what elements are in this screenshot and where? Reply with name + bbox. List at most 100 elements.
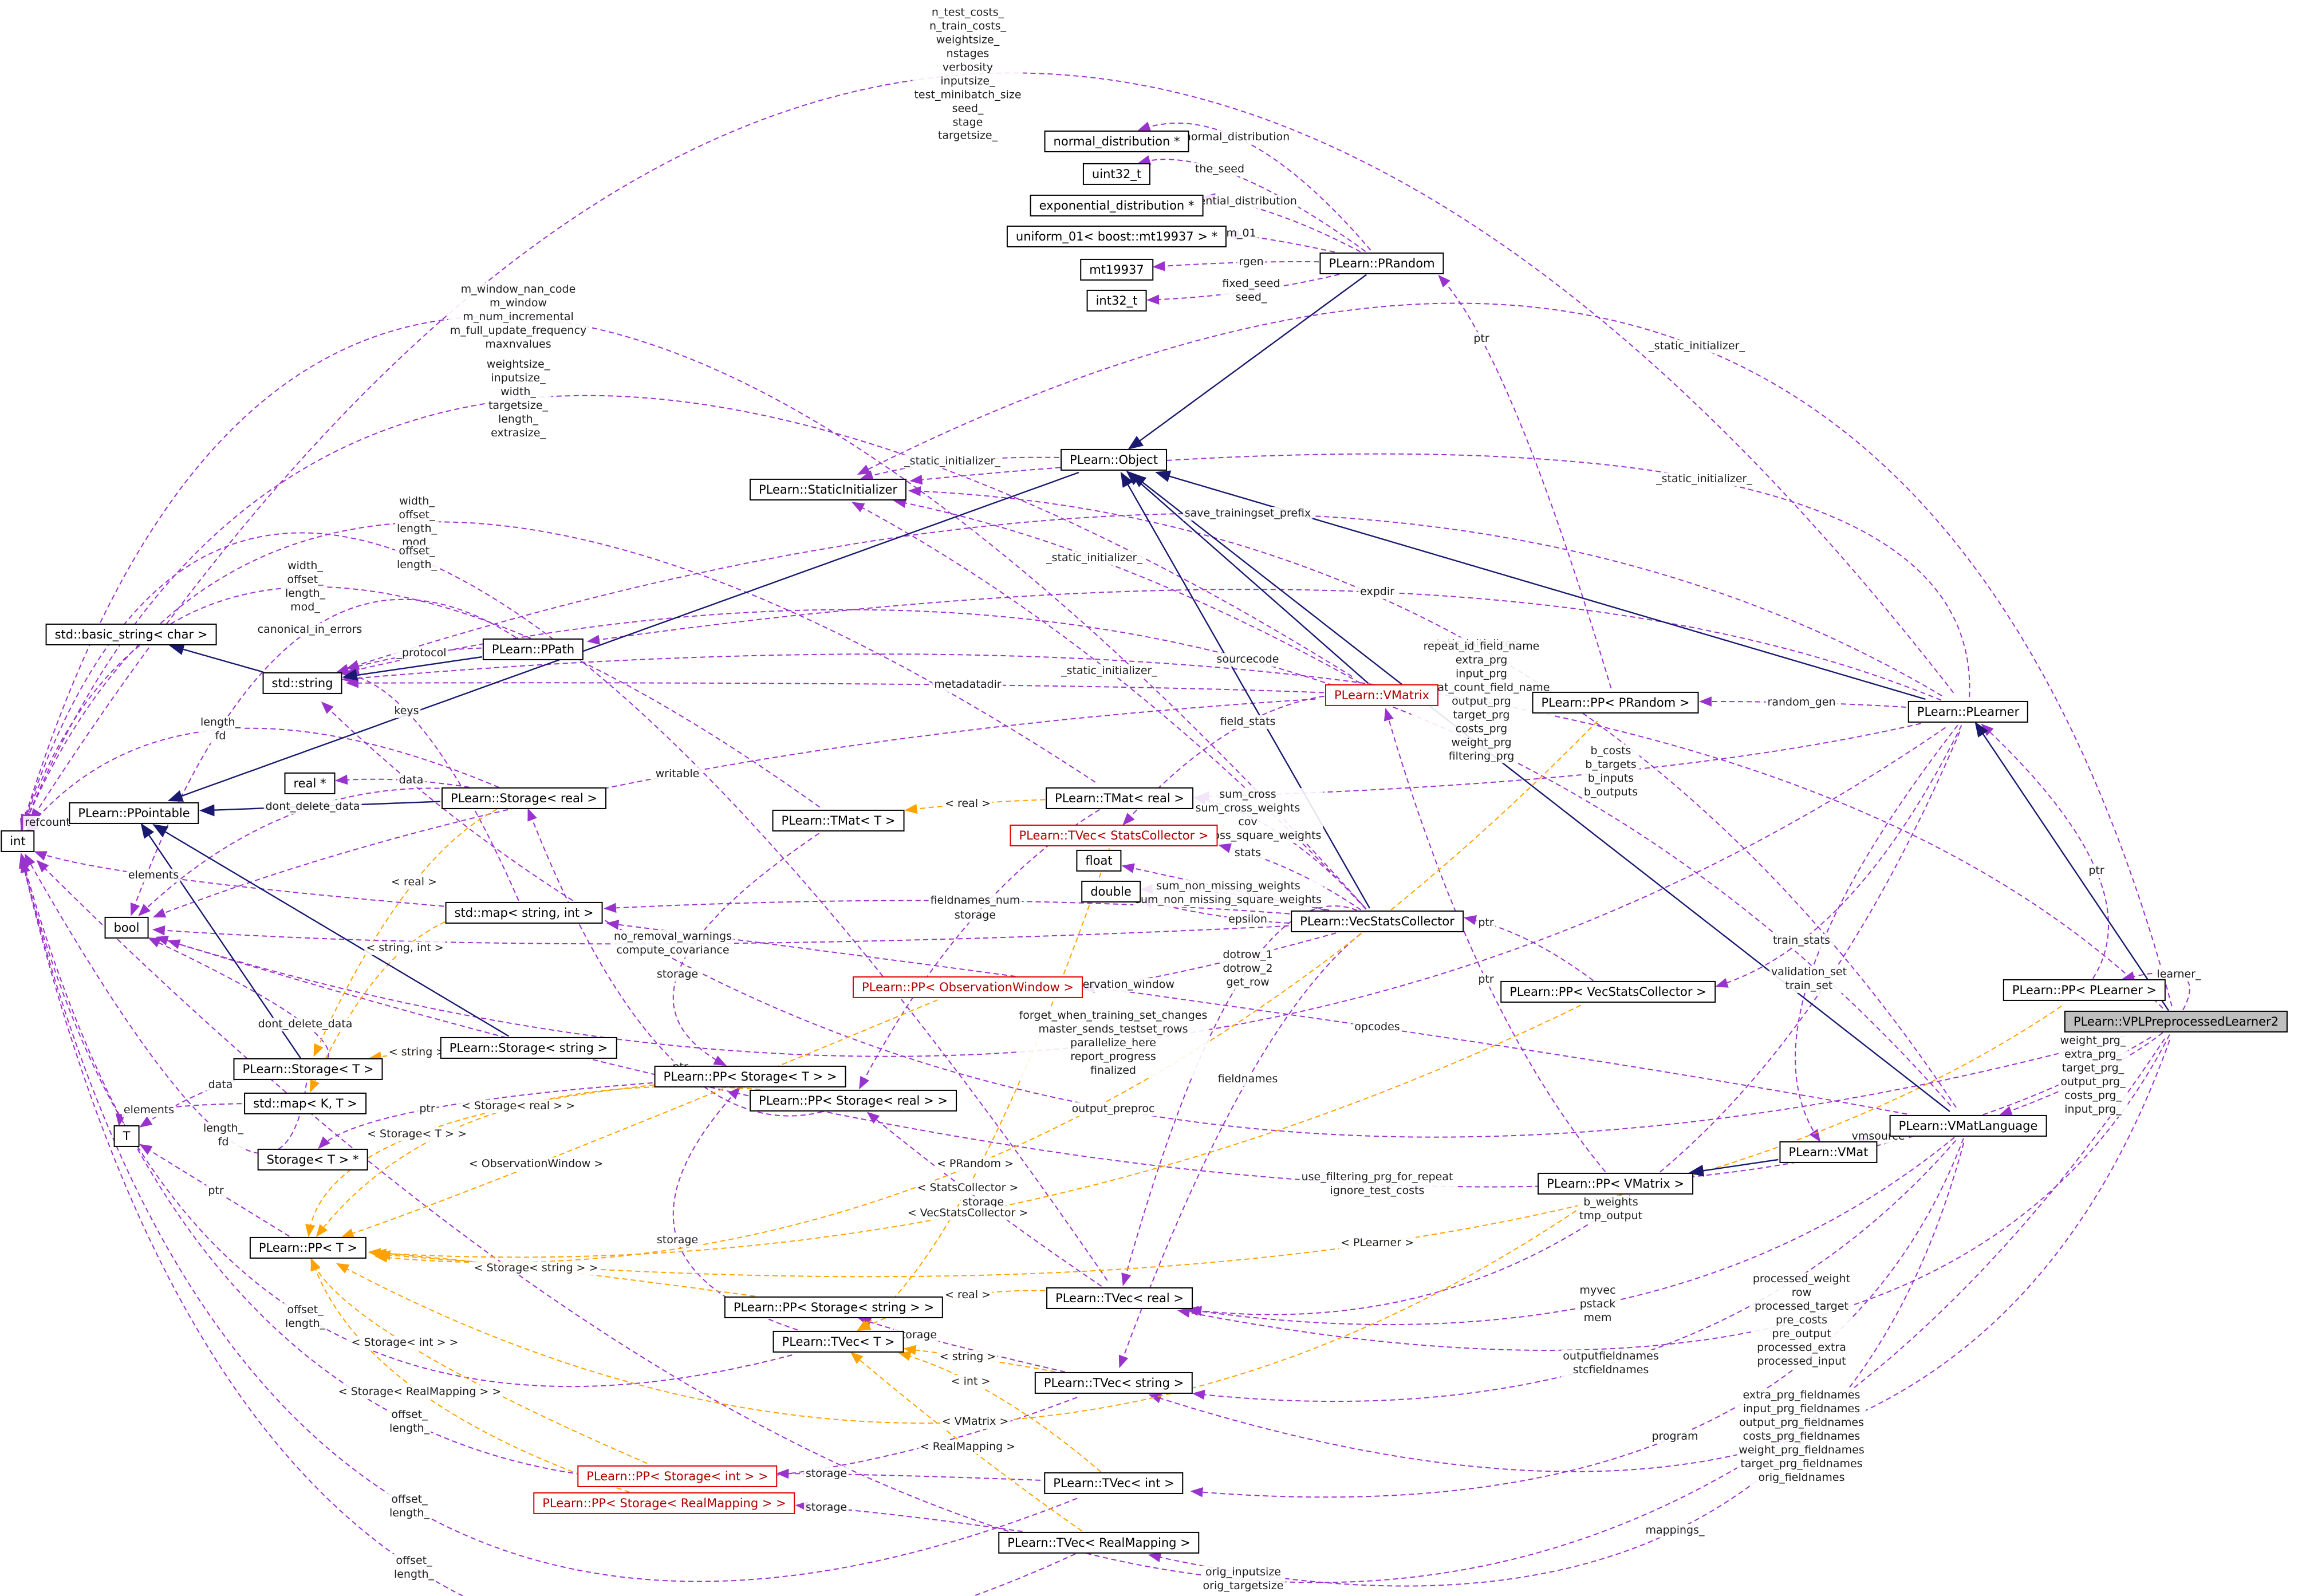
- edge-pp_vmatrix-pp_t: [336, 1196, 1598, 1424]
- edge-label-vecstats-tvec_string: fieldnames: [1216, 1073, 1280, 1086]
- node-plearner[interactable]: PLearn::PLearner: [1907, 700, 2029, 723]
- edge-label-tvec_rm-int: offset_ length_: [392, 1554, 436, 1582]
- node-ppath[interactable]: PLearn::PPath: [482, 638, 584, 661]
- node-pp_storage_rm[interactable]: PLearn::PP< Storage< RealMapping > >: [533, 1492, 795, 1515]
- edge-tvec_t-pp_storage_t: [672, 1086, 798, 1331]
- node-uint32[interactable]: uint32_t: [1082, 163, 1151, 186]
- edge-label-storage_real-storage_t: < real >: [389, 876, 439, 889]
- edge-label-ppointable-int: refcount: [23, 816, 72, 830]
- node-tvec_string[interactable]: PLearn::TVec< string >: [1034, 1372, 1193, 1394]
- node-tvec_real[interactable]: PLearn::TVec< real >: [1046, 1287, 1193, 1310]
- node-tvec_sc[interactable]: PLearn::TVec< StatsCollector >: [1010, 824, 1218, 847]
- node-mt19937[interactable]: mt19937: [1080, 258, 1153, 281]
- edge-vmatrix-int: [22, 395, 1353, 831]
- node-tvec_int[interactable]: PLearn::TVec< int >: [1044, 1472, 1184, 1495]
- edge-label-tvec_t-pp_storage_t: storage: [655, 1234, 700, 1247]
- edge-label-map_string_int-int: elements: [126, 869, 181, 882]
- edge-vmatrix-tvec_sc: [1122, 695, 1325, 826]
- edge-label-tvec_rm-pp_storage_rm: storage: [803, 1501, 849, 1515]
- edge-label-plearner-pp_vecstats: train_stats: [1771, 934, 1832, 948]
- node-pp_storage_t[interactable]: PLearn::PP< Storage< T > >: [654, 1065, 846, 1088]
- edge-plearner-bool: [155, 727, 1946, 1057]
- edge-label-object-staticinit: _static_initializer_: [902, 455, 1002, 468]
- node-bool[interactable]: bool: [104, 916, 149, 939]
- edge-label-vecstats-int: m_window_nan_code m_window m_num_increme…: [448, 283, 589, 352]
- edge-label-vmatlang-tvec_int: program: [1650, 1430, 1700, 1444]
- node-double[interactable]: double: [1081, 880, 1141, 903]
- node-prandom[interactable]: PLearn::PRandom: [1319, 252, 1444, 275]
- edge-label-vmatrix-bool: writable: [653, 767, 701, 781]
- node-map_k_t[interactable]: std::map< K, T >: [244, 1092, 366, 1115]
- edge-vmatlang-tvec_int: [1190, 1138, 1964, 1498]
- node-tmat_t[interactable]: PLearn::TMat< T >: [772, 809, 905, 832]
- edge-pp_plearner-plearner: [1981, 723, 2109, 979]
- node-pp_vecstats[interactable]: PLearn::PP< VecStatsCollector >: [1500, 980, 1716, 1003]
- edge-tvec_rm-tvec_t: [850, 1351, 1082, 1532]
- node-vecstats[interactable]: PLearn::VecStatsCollector: [1291, 910, 1464, 933]
- node-pp_vmatrix[interactable]: PLearn::PP< VMatrix >: [1538, 1172, 1693, 1195]
- edge-label-tvec_real-tvec_t: < real >: [943, 1288, 992, 1302]
- node-vmatlang[interactable]: PLearn::VMatLanguage: [1889, 1114, 2047, 1137]
- node-basic_string[interactable]: std::basic_string< char >: [45, 623, 217, 646]
- node-object[interactable]: PLearn::Object: [1061, 448, 1167, 471]
- edge-label-vpl-staticinit: _static_initializer_: [1647, 340, 1747, 353]
- edge-label-prandom-normal_dist: normal_distribution: [1182, 131, 1292, 144]
- edge-label-tmat_t-pp_storage_t: storage: [655, 968, 700, 982]
- node-pp_plearner[interactable]: PLearn::PP< PLearner >: [2003, 979, 2166, 1002]
- node-pp_prandom[interactable]: PLearn::PP< PRandom >: [1532, 691, 1699, 714]
- edge-label-pp_vmatrix-pp_t: < VMatrix >: [940, 1415, 1011, 1429]
- node-pp_storage_string[interactable]: PLearn::PP< Storage< string > >: [724, 1296, 944, 1319]
- edge-label-vpl-bool: use_filtering_prg_for_repeat ignore_test…: [1299, 1171, 1455, 1198]
- node-uniform01[interactable]: uniform_01< boost::mt19937 > *: [1006, 225, 1227, 248]
- node-int[interactable]: int: [1, 830, 35, 853]
- edge-map_string_int-int: [34, 851, 444, 907]
- edge-pp_storage_rm-pp_t: [310, 1258, 630, 1493]
- edge-label-tvec_sc-tvec_t: < StatsCollector >: [915, 1181, 1020, 1195]
- node-pp_obswin[interactable]: PLearn::PP< ObservationWindow >: [852, 976, 1083, 999]
- node-pp_t[interactable]: PLearn::PP< T >: [249, 1236, 367, 1259]
- node-storage_real[interactable]: PLearn::Storage< real >: [441, 787, 607, 810]
- node-tvec_rm[interactable]: PLearn::TVec< RealMapping >: [998, 1531, 1200, 1554]
- edge-ppath-stdstring: [342, 656, 482, 681]
- edge-label-vecstats-tvec_sc: stats: [1232, 846, 1263, 860]
- node-map_string_int[interactable]: std::map< string, int >: [445, 901, 603, 924]
- edge-label-tmat_real-tmat_t: < real >: [943, 797, 992, 811]
- edge-label-ppath-stdstring: _protocol: [395, 647, 448, 660]
- edge-tvec_int-pp_storage_int: [776, 1468, 1041, 1481]
- edge-plearner-tvec_real: [1189, 731, 1961, 1317]
- node-pp_storage_int[interactable]: PLearn::PP< Storage< int > >: [577, 1465, 778, 1488]
- node-storage_t[interactable]: PLearn::Storage< T >: [233, 1058, 383, 1081]
- node-vmat[interactable]: PLearn::VMat: [1779, 1141, 1878, 1164]
- edge-label-storage_t-bool: dont_delete_data: [256, 1018, 354, 1031]
- edge-vmatrix-stdstring: [346, 677, 1324, 693]
- edge-storage_t-bool: [147, 937, 329, 1059]
- edge-label-pp_obswin-pp_t: < ObservationWindow >: [467, 1157, 605, 1171]
- edge-map_string_int-stdstring: [341, 669, 519, 901]
- edge-storage_string-ppointable: [152, 824, 510, 1037]
- node-int32[interactable]: int32_t: [1086, 289, 1147, 312]
- edge-stdstring-basic_string: [168, 643, 264, 673]
- node-exp_dist[interactable]: exponential_distribution *: [1030, 194, 1204, 217]
- edge-label-vpl-int: orig_inputsize orig_targetsize: [1201, 1566, 1286, 1593]
- edge-label-tvec_int-pp_storage_int: storage: [803, 1467, 849, 1481]
- node-float[interactable]: float: [1076, 849, 1122, 872]
- edge-vmatrix-staticinit: [893, 498, 1361, 684]
- node-storage_string[interactable]: PLearn::Storage< string >: [440, 1037, 617, 1059]
- edge-label-map_string_int-stdstring: keys: [392, 704, 421, 718]
- edge-tvec_t-int: [20, 860, 793, 1388]
- node-stdstring[interactable]: std::string: [262, 672, 342, 695]
- node-pp_storage_real[interactable]: PLearn::PP< Storage< real > >: [750, 1089, 957, 1112]
- node-tvec_t[interactable]: PLearn::TVec< T >: [772, 1330, 904, 1353]
- node-realptr[interactable]: real *: [284, 772, 336, 795]
- node-vmatrix[interactable]: PLearn::VMatrix: [1325, 684, 1438, 707]
- node-vpl[interactable]: PLearn::VPLPreprocessedLearner2: [2064, 1010, 2288, 1033]
- node-tmat_real[interactable]: PLearn::TMat< real >: [1046, 787, 1193, 810]
- node-ppointable[interactable]: PLearn::PPointable: [69, 802, 199, 825]
- node-storage_t_ptr[interactable]: Storage< T > *: [257, 1148, 368, 1171]
- node-staticinit[interactable]: PLearn::StaticInitializer: [749, 478, 907, 501]
- edge-label-prandom-uint32: the_seed: [1193, 163, 1247, 176]
- node-normal_dist[interactable]: normal_distribution *: [1044, 130, 1189, 153]
- edge-vmatlang-object: [1130, 473, 1950, 1113]
- edge-plearner-int: [30, 72, 1954, 822]
- node-t[interactable]: T: [113, 1125, 140, 1148]
